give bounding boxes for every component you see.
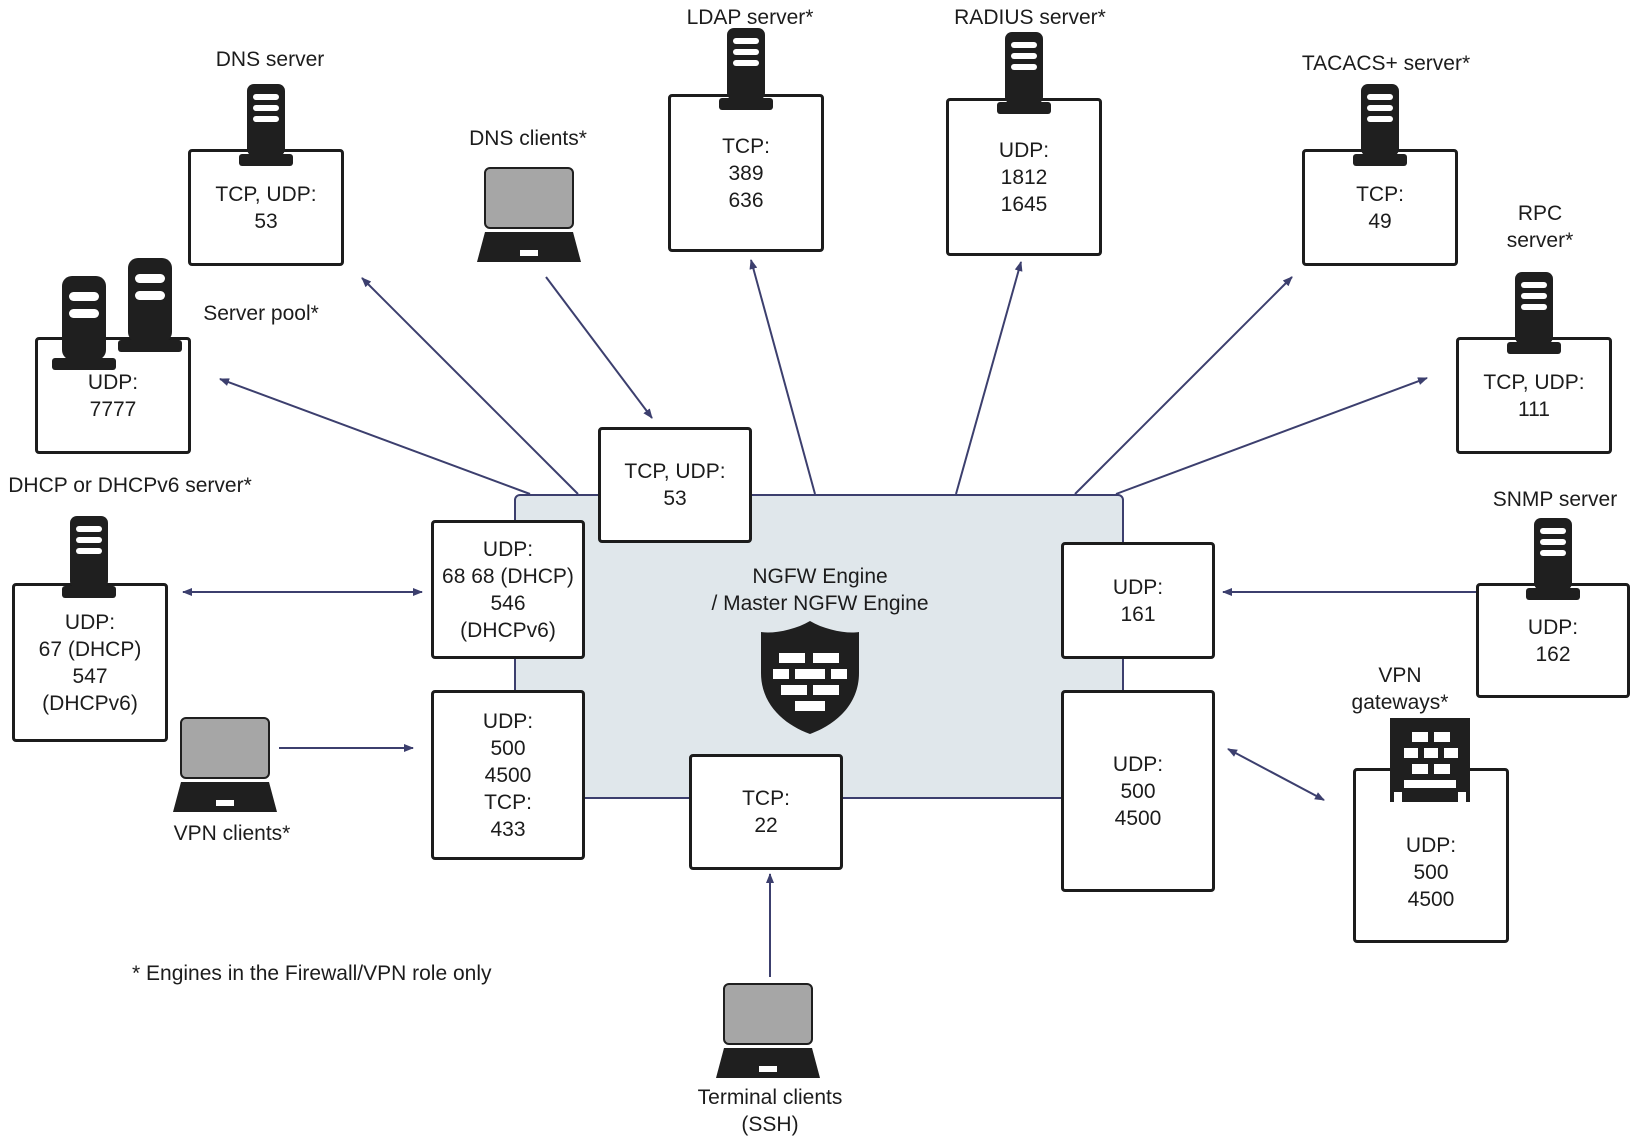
server-pool-box: UDP: 7777 bbox=[35, 337, 191, 454]
server-icon bbox=[1526, 518, 1580, 600]
radius-server-box: UDP: 1812 1645 bbox=[946, 98, 1102, 256]
ldap-server-box: TCP: 389 636 bbox=[668, 94, 824, 252]
port-box-vpn-clients: UDP: 500 4500 TCP: 433 bbox=[431, 690, 585, 860]
radius-server-label: RADIUS server* bbox=[954, 6, 1106, 29]
dns-server-box: TCP, UDP: 53 bbox=[188, 149, 344, 266]
firewall-icon bbox=[1390, 718, 1470, 802]
snmp-server-label: SNMP server bbox=[1492, 488, 1618, 511]
server-icon bbox=[118, 258, 182, 352]
dns-server-label: DNS server bbox=[215, 48, 325, 71]
server-pool-label: Server pool* bbox=[203, 302, 319, 325]
server-icon bbox=[1353, 84, 1407, 166]
link-server-pool bbox=[219, 378, 531, 495]
rpc-server-box: TCP, UDP: 111 bbox=[1456, 337, 1612, 454]
link-tacacs bbox=[1074, 276, 1293, 495]
link-dns-clients bbox=[545, 276, 653, 419]
link-ldap bbox=[749, 259, 816, 495]
link-vpn-gateways bbox=[1227, 748, 1325, 801]
server-icon bbox=[1507, 272, 1561, 354]
vpn-clients-label: VPN clients* bbox=[173, 822, 291, 845]
footnote: * Engines in the Firewall/VPN role only bbox=[132, 962, 492, 985]
port-box-ssh: TCP: 22 bbox=[689, 754, 843, 870]
tacacs-server-label: TACACS+ server* bbox=[1301, 52, 1471, 75]
laptop-icon bbox=[716, 983, 820, 1078]
port-box-snmp: UDP: 161 bbox=[1061, 542, 1215, 659]
server-icon bbox=[239, 84, 293, 166]
port-box-dns: TCP, UDP: 53 bbox=[598, 427, 752, 543]
tacacs-server-box: TCP: 49 bbox=[1302, 149, 1458, 266]
port-box-dhcp: UDP: 68 68 (DHCP) 546 (DHCPv6) bbox=[431, 520, 585, 659]
vpn-gateways-label: VPN gateways* bbox=[1351, 664, 1449, 714]
snmp-server-box: UDP: 162 bbox=[1476, 583, 1630, 698]
terminal-clients-label: Terminal clients (SSH) bbox=[697, 1086, 843, 1136]
server-icon bbox=[52, 276, 116, 370]
port-box-vpn-gateways: UDP: 500 4500 bbox=[1061, 690, 1215, 892]
engine-title: NGFW Engine / Master NGFW Engine bbox=[711, 565, 929, 615]
rpc-server-label: RPC server* bbox=[1506, 202, 1574, 252]
link-rpc bbox=[1115, 377, 1428, 495]
link-dns-server bbox=[361, 277, 579, 495]
server-icon bbox=[997, 32, 1051, 114]
dns-clients-label: DNS clients* bbox=[469, 127, 587, 150]
laptop-icon bbox=[477, 167, 581, 262]
ldap-server-label: LDAP server* bbox=[686, 6, 814, 29]
link-radius bbox=[955, 261, 1023, 495]
dhcp-server-box: UDP: 67 (DHCP) 547 (DHCPv6) bbox=[12, 583, 168, 742]
server-icon bbox=[62, 516, 116, 598]
laptop-icon bbox=[173, 717, 277, 812]
firewall-shield-icon bbox=[761, 621, 859, 734]
dhcp-server-label: DHCP or DHCPv6 server* bbox=[8, 474, 252, 497]
server-icon bbox=[719, 28, 773, 110]
